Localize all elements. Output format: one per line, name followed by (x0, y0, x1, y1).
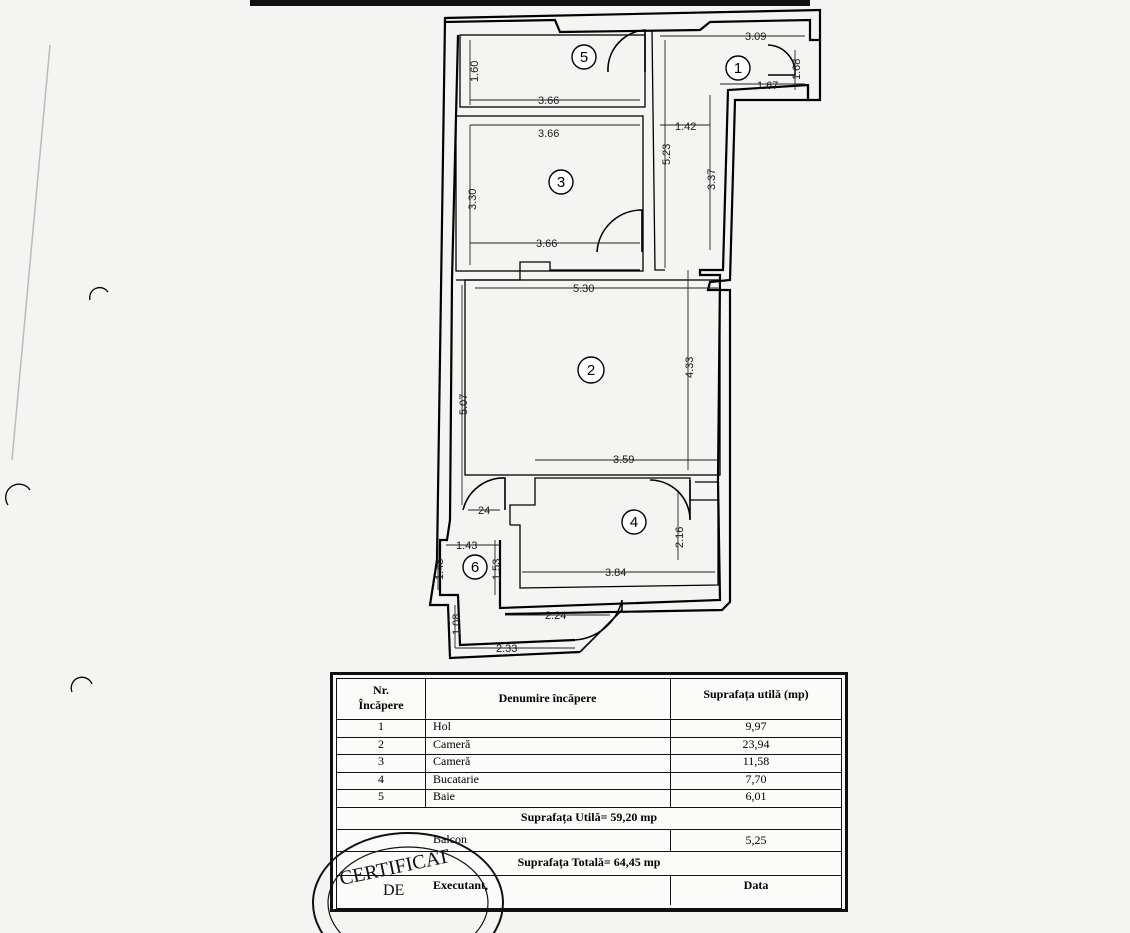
floor-plan: 3.09 1.68 1.67 1.60 3.66 3.66 1.42 5.23 … (5, 0, 822, 693)
table-header-row: Nr. Încăpere Denumire încăpere Suprafața… (337, 679, 841, 720)
dim-label: 3.09 (745, 31, 766, 43)
row-name: Baie (425, 789, 671, 807)
dim-label: 24 (478, 505, 490, 517)
outer-walls (428, 8, 822, 660)
balcony-name: Balcon (425, 829, 671, 851)
dim-label: 1.53 (491, 559, 503, 580)
dim-label: 1.42 (675, 121, 696, 133)
room-circle (462, 554, 488, 580)
row-name: Bucatarie (425, 771, 671, 790)
grand-total: Suprafața Totală= 64,45 mp (517, 855, 661, 869)
header-area: Suprafața utilă (mp) (703, 687, 809, 701)
dim-label: 3.66 (538, 95, 559, 107)
row-area: 6,01 (745, 789, 767, 804)
useful-total: Suprafața Utilă= 59,20 mp (520, 810, 658, 824)
door-swing (596, 209, 643, 253)
row-area: 7,70 (745, 771, 767, 786)
area-table: Nr. Încăpere Denumire încăpere Suprafața… (312, 672, 848, 933)
balcony-area: 5,25 (745, 833, 767, 847)
row-nr: 3 (337, 754, 426, 772)
area-table-inner: Nr. Încăpere Denumire încăpere Suprafața… (336, 678, 842, 909)
room-circle (577, 356, 605, 384)
useful-total-row: Suprafața Utilă= 59,20 mp (337, 807, 841, 830)
room-number: 1 (734, 60, 742, 77)
interior-walls (455, 29, 721, 589)
signature-row: Executant, Data (337, 875, 841, 905)
executant-label: Executant, (425, 875, 671, 905)
row-area: 11,58 (742, 754, 770, 769)
dim-label: 1.48 (434, 559, 446, 580)
room-number: 3 (557, 174, 565, 191)
header-nr-line2: Încăpere (358, 698, 404, 712)
room-circle (571, 44, 597, 70)
room-number: 6 (471, 559, 479, 576)
dim-label: 3.66 (538, 128, 559, 140)
room-number: 4 (630, 514, 638, 531)
dim-label: 1.60 (469, 61, 481, 82)
door-swing (607, 29, 646, 73)
door-swing (462, 477, 506, 511)
dim-label: 2.24 (545, 610, 566, 622)
punch-hole-mark (5, 483, 31, 506)
dim-label: 4.33 (684, 357, 696, 378)
dim-label: 1.67 (757, 80, 778, 92)
row-name: Hol (425, 719, 671, 737)
room-circle (548, 169, 574, 195)
grand-total-row: Suprafața Totală= 64,45 mp (337, 851, 841, 876)
room-circle (725, 55, 751, 81)
dim-label: 3.59 (613, 454, 634, 466)
dim-label: 2.33 (496, 643, 517, 655)
punch-hole-mark (89, 286, 109, 301)
dim-label: 5.23 (661, 144, 673, 165)
dim-label: 1.68 (791, 59, 803, 80)
row-name: Cameră (425, 754, 671, 772)
dim-label: 3.30 (467, 189, 479, 210)
dimension-labels: 3.09 1.68 1.67 1.60 3.66 3.66 1.42 5.23 … (434, 31, 803, 655)
balcony-curve (574, 599, 623, 653)
row-area: 23,94 (742, 736, 770, 751)
dimension-lines (437, 35, 805, 649)
paper-edge (11, 44, 51, 461)
scan-top-edge (250, 0, 810, 6)
row-nr: 2 (337, 736, 426, 755)
dim-label: 1.08 (451, 614, 463, 635)
room-number: 5 (580, 49, 588, 66)
dim-label: 2.16 (674, 527, 686, 548)
doors (462, 29, 796, 521)
dim-label: 5.07 (458, 394, 470, 415)
row-name: Cameră (425, 736, 671, 755)
row-nr: 4 (337, 771, 426, 790)
balcony-row: Balcon 5,25 (337, 829, 841, 852)
dim-label: 1.43 (456, 540, 477, 552)
row-nr: 1 (337, 719, 426, 737)
door-swing (649, 479, 691, 521)
header-nr-line1: Nr. (373, 683, 389, 697)
row-nr: 5 (337, 789, 426, 807)
room-circle (621, 509, 647, 535)
dim-label: 3.37 (706, 169, 718, 190)
room-markers: 5 1 3 2 4 6 (462, 44, 751, 580)
header-name: Denumire încăpere (425, 679, 671, 719)
punch-hole-mark (70, 676, 93, 693)
dim-label: 5.30 (573, 283, 594, 295)
dim-label: 3.84 (605, 567, 626, 579)
room-number: 2 (587, 362, 595, 379)
row-area: 9,97 (745, 719, 767, 733)
header-nr: Nr. Încăpere (337, 679, 426, 719)
dim-label: 3.66 (536, 238, 557, 250)
date-label: Data (743, 878, 769, 892)
